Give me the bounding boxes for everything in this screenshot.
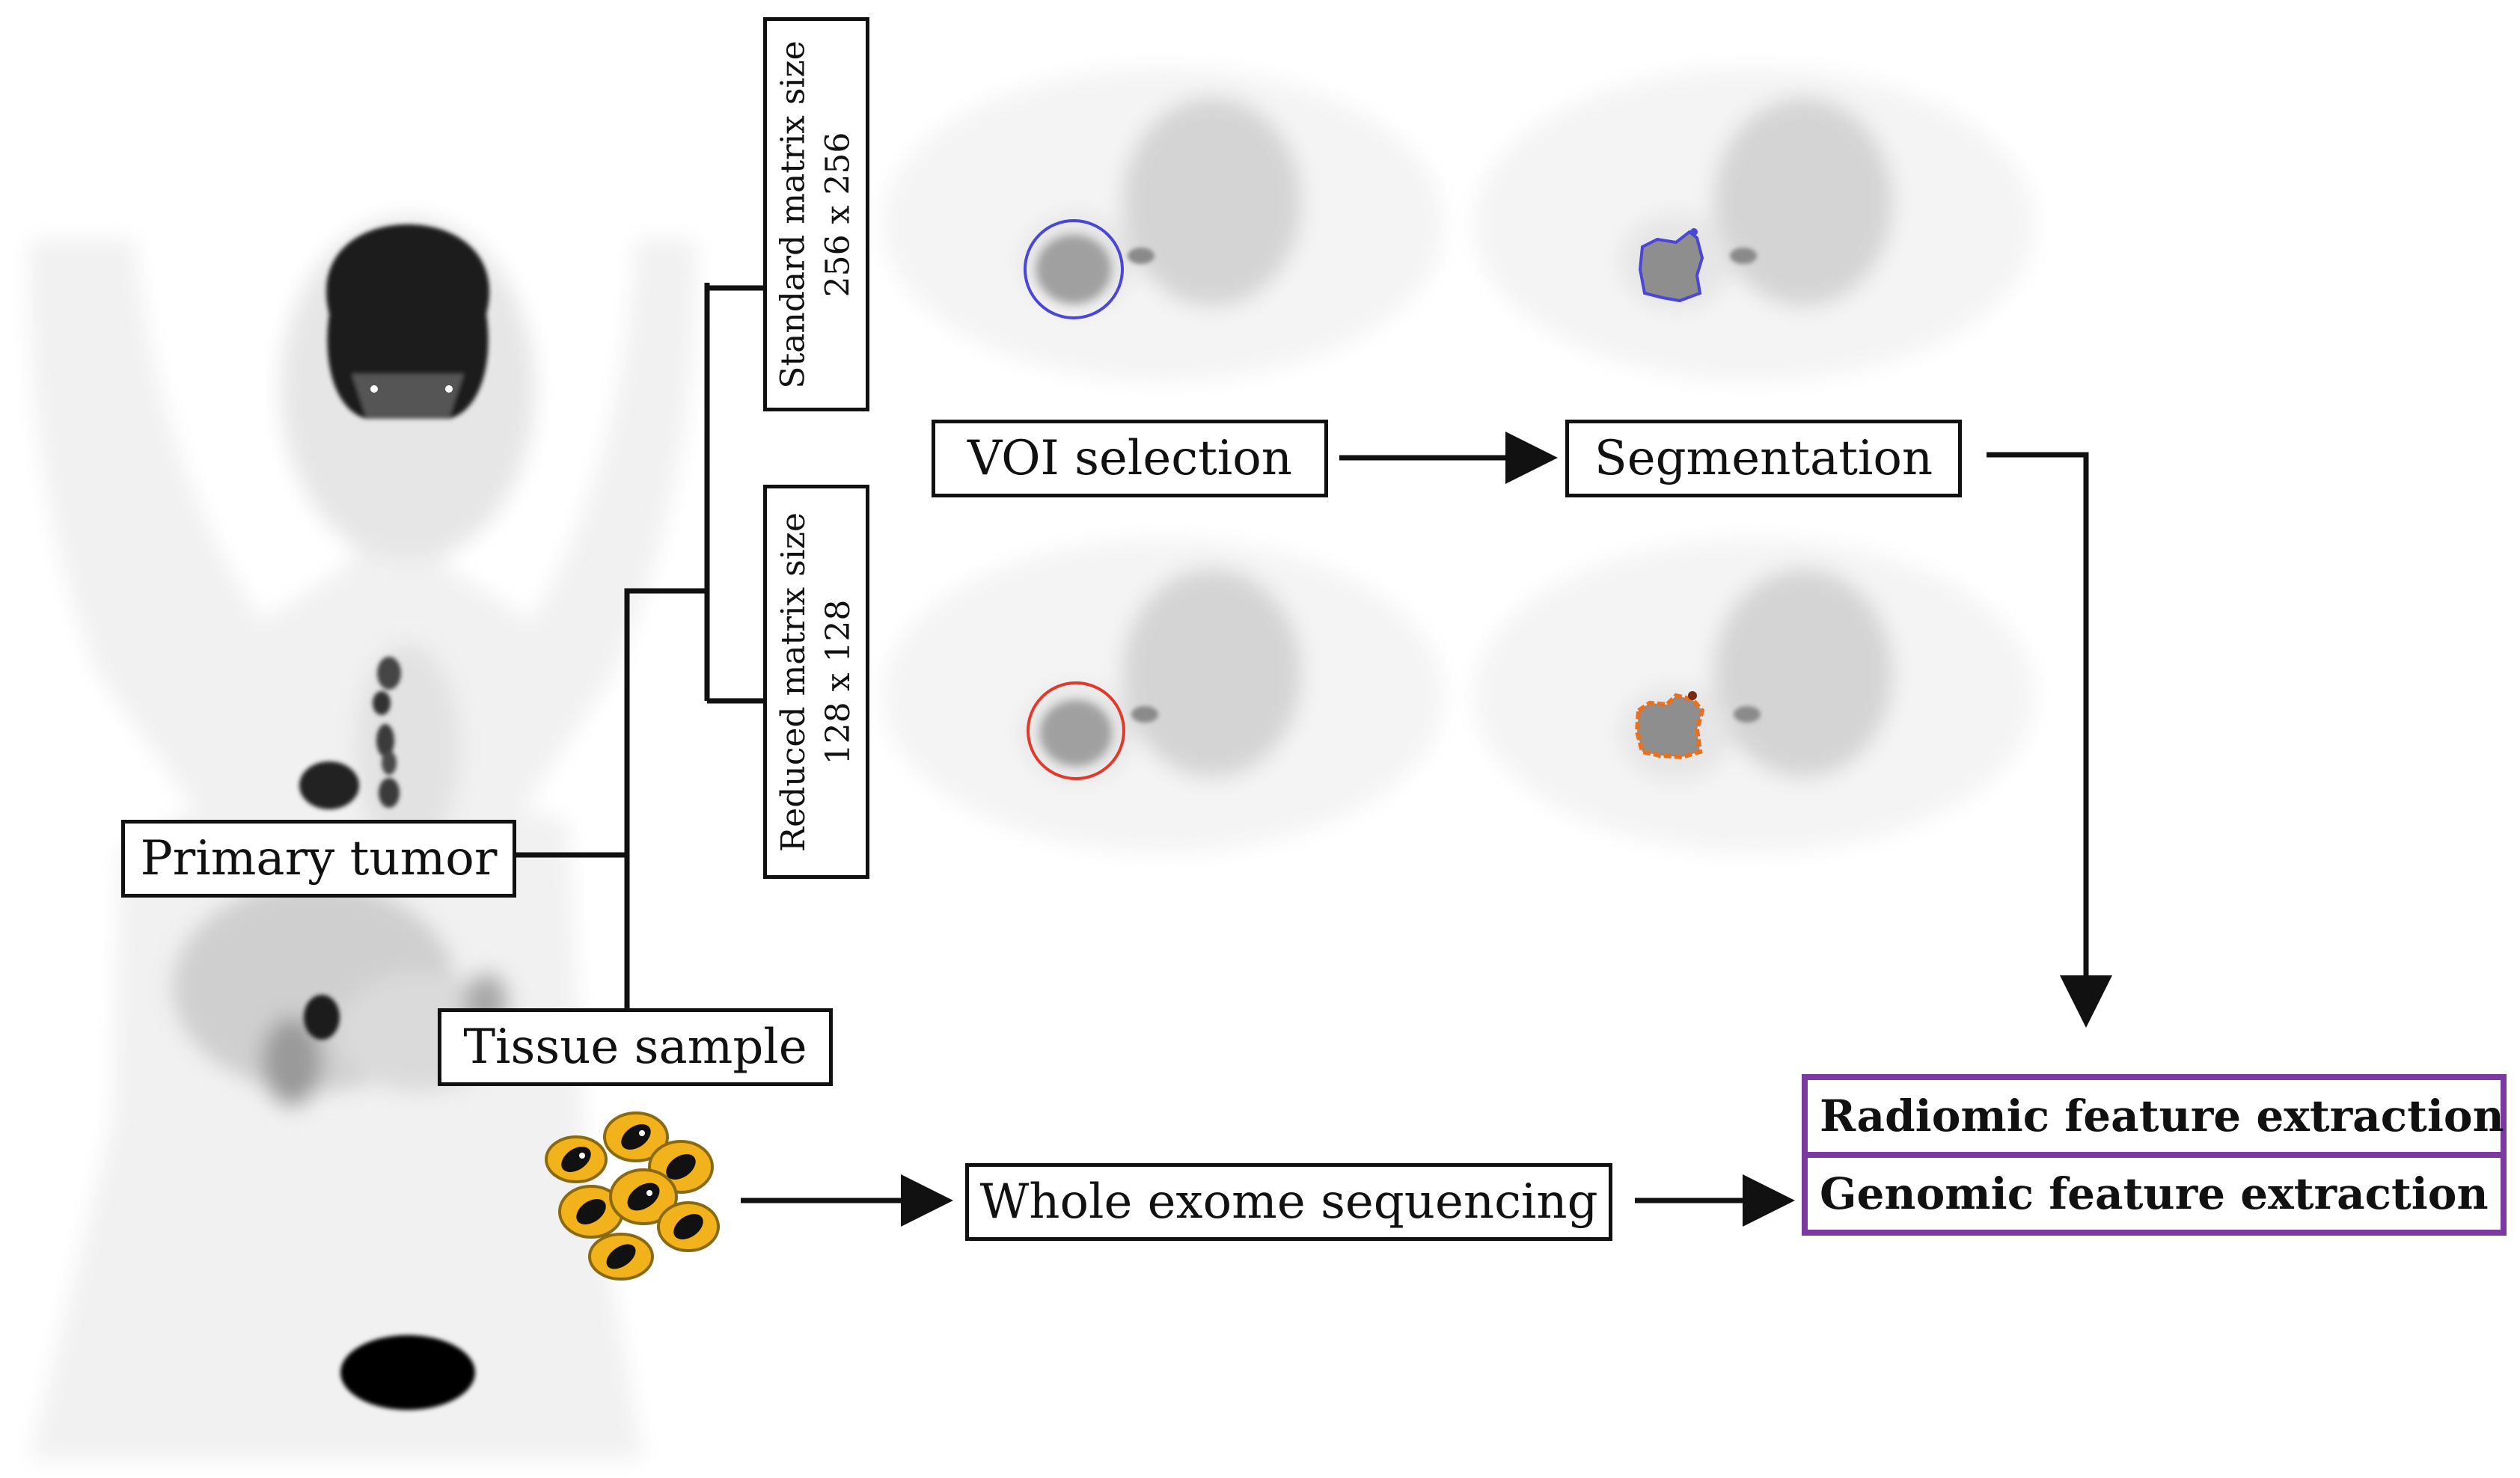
reduced-matrix-size-value: 128 x 128 — [819, 599, 858, 764]
primary-tumor-label: Primary tumor — [140, 831, 498, 886]
voi-circle-standard — [1024, 219, 1124, 319]
segmentation-contour-standard — [1638, 230, 1704, 303]
axial-slice-reduced-voi — [883, 539, 1444, 853]
primary-tumor-box: Primary tumor — [121, 820, 516, 898]
segmentation-box: Segmentation — [1565, 420, 1962, 497]
standard-matrix-size-box: Standard matrix size 256 x 256 — [763, 17, 869, 411]
standard-matrix-size-value: 256 x 256 — [819, 132, 857, 297]
voi-selection-box: VOI selection — [932, 420, 1328, 497]
connector-lines — [516, 283, 2112, 1028]
reduced-matrix-size-label: Reduced matrix size — [774, 512, 813, 852]
tissue-sample-box: Tissue sample — [438, 1008, 833, 1086]
tissue-sample-label: Tissue sample — [463, 1019, 807, 1075]
radiomic-feature-extraction-box: Radiomic feature extraction — [1802, 1074, 2507, 1158]
segmentation-label: Segmentation — [1594, 431, 1933, 486]
genomic-feature-extraction-box: Genomic feature extraction — [1802, 1152, 2507, 1236]
standard-matrix-size-label: Standard matrix size — [774, 40, 813, 389]
radiomic-feature-extraction-label: Radiomic feature extraction — [1820, 1091, 2504, 1141]
axial-slice-standard-voi — [883, 67, 1444, 381]
axial-slice-reduced-segmentation — [1474, 539, 2035, 853]
segmentation-contour-reduced — [1634, 693, 1705, 760]
whole-exome-sequencing-label: Whole exome sequencing — [979, 1174, 1598, 1230]
voi-selection-label: VOI selection — [967, 431, 1293, 486]
arrows — [741, 432, 1795, 1227]
genomic-feature-extraction-label: Genomic feature extraction — [1820, 1168, 2489, 1219]
reduced-matrix-size-box: Reduced matrix size 128 x 128 — [763, 485, 869, 879]
voi-circle-reduced — [1027, 681, 1125, 780]
tissue-cells-icon — [545, 1111, 720, 1281]
axial-slice-standard-segmentation — [1474, 67, 2035, 381]
whole-exome-sequencing-box: Whole exome sequencing — [965, 1163, 1612, 1241]
